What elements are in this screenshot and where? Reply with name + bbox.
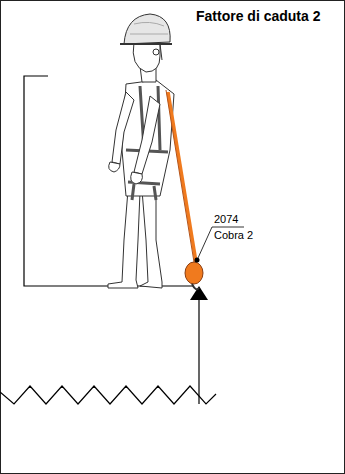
lanyard-edge (166, 90, 194, 262)
ground-zigzag (0, 386, 216, 404)
platform-outline (24, 76, 193, 286)
energy-absorber (185, 262, 203, 284)
lanyard (168, 92, 196, 262)
wall-line (198, 300, 199, 404)
worker-figure (108, 14, 174, 288)
leader-dot (195, 258, 200, 263)
product-name: Cobra 2 (214, 229, 253, 242)
product-code: 2074 (214, 213, 238, 226)
connector-hook (192, 284, 199, 289)
figure-title: Fattore di caduta 2 (196, 8, 320, 24)
